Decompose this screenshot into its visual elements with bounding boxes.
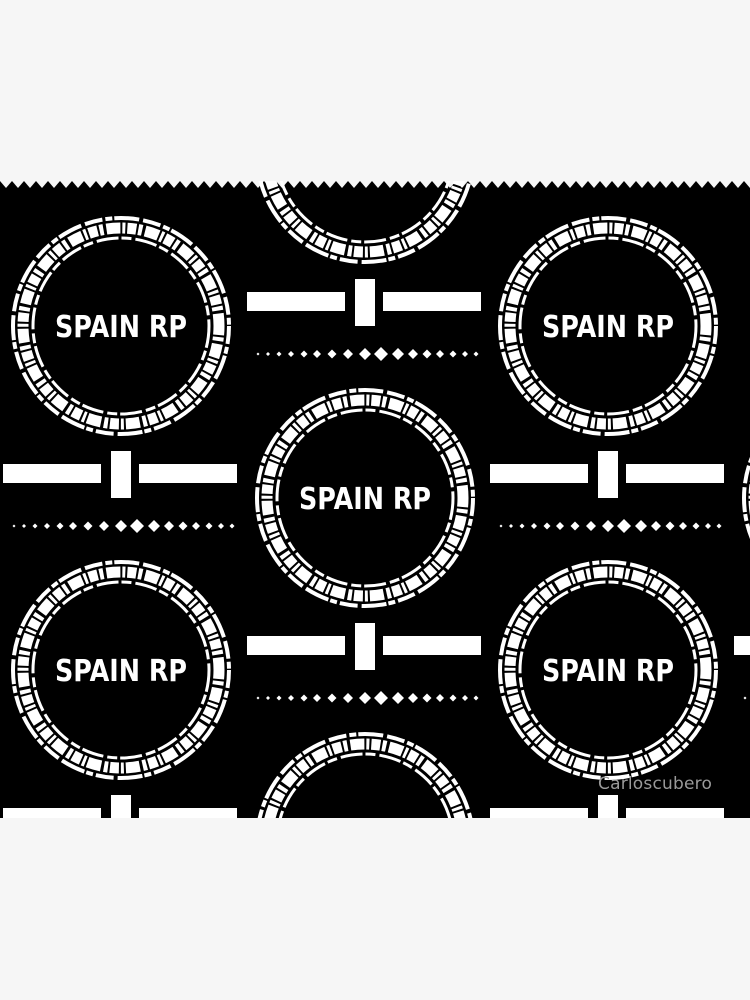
outer-ring bbox=[258, 181, 472, 264]
outer-ring bbox=[257, 732, 473, 818]
inner-ring bbox=[31, 236, 211, 416]
partial-stamp: SPAIN RP bbox=[247, 732, 481, 1000]
spain-rp-stamp: SPAIN RP bbox=[3, 216, 237, 533]
inner-ring bbox=[279, 181, 451, 244]
stamp-label: SPAIN RP bbox=[299, 138, 431, 173]
bar-right bbox=[139, 808, 237, 818]
stamp-label: SPAIN RP bbox=[299, 826, 431, 861]
bar-right bbox=[626, 808, 724, 818]
distressed-ring bbox=[504, 566, 712, 774]
bar-right bbox=[139, 464, 237, 483]
edge-stamp bbox=[734, 456, 750, 700]
diamond-row bbox=[256, 691, 479, 705]
bar-left bbox=[247, 636, 345, 655]
bar-left bbox=[734, 636, 750, 655]
distressed-ring bbox=[265, 181, 465, 258]
distressed-ring bbox=[17, 566, 225, 774]
stamp-label: SPAIN RP bbox=[55, 654, 187, 689]
bar-left bbox=[490, 464, 588, 483]
diamond-row bbox=[499, 519, 722, 533]
inner-ring bbox=[275, 408, 455, 588]
outer-ring bbox=[498, 560, 718, 780]
bar-stem bbox=[111, 451, 131, 498]
inner-ring bbox=[31, 580, 211, 760]
bar-stem bbox=[598, 451, 618, 498]
spain-rp-stamp: SPAIN RP bbox=[3, 560, 237, 877]
bar-right bbox=[626, 464, 724, 483]
spain-rp-stamp: SPAIN RP bbox=[247, 388, 481, 705]
diamond-row bbox=[743, 696, 747, 700]
inner-ring bbox=[518, 236, 698, 416]
bar-stem bbox=[355, 623, 375, 670]
pattern-layer: SPAIN RP SPAIN RP SPAIN RP SPAIN RP SPAIN RP… bbox=[3, 138, 750, 1000]
bar-left bbox=[247, 292, 345, 311]
bar-right bbox=[383, 636, 481, 655]
top-fringe bbox=[0, 181, 750, 188]
outer-ring bbox=[498, 216, 718, 436]
bar-left bbox=[247, 980, 345, 999]
bar-left bbox=[490, 808, 588, 818]
distressed-ring bbox=[504, 222, 712, 430]
diamond-row bbox=[13, 863, 235, 877]
outer-ring bbox=[255, 388, 475, 608]
bar-stem bbox=[355, 967, 375, 1000]
outer-ring bbox=[11, 560, 231, 780]
artist-watermark: Carloscubero bbox=[598, 774, 713, 794]
outer-ring bbox=[11, 216, 231, 436]
stamp-label: SPAIN RP bbox=[542, 654, 674, 689]
bar-stem bbox=[355, 279, 375, 326]
diamond-row bbox=[500, 863, 722, 877]
spain-rp-stamp: SPAIN RP bbox=[490, 216, 724, 533]
bar-left bbox=[3, 464, 101, 483]
spain-rp-stamp: SPAIN RP bbox=[490, 560, 724, 877]
partial-stamp: SPAIN RP bbox=[247, 138, 481, 361]
stamp-label: SPAIN RP bbox=[542, 310, 674, 345]
diamond-row bbox=[12, 519, 235, 533]
stamp-label: SPAIN RP bbox=[55, 310, 187, 345]
bar-right bbox=[383, 980, 481, 999]
distressed-ring bbox=[17, 222, 225, 430]
distressed-ring bbox=[261, 394, 469, 602]
inner-ring bbox=[518, 580, 698, 760]
bar-stem bbox=[598, 795, 618, 818]
stamp-label: SPAIN RP bbox=[299, 482, 431, 517]
bar-right bbox=[383, 292, 481, 311]
bar-stem bbox=[111, 795, 131, 818]
outer-ring bbox=[742, 456, 750, 540]
diamond-row bbox=[256, 347, 479, 361]
bar-left bbox=[3, 808, 101, 818]
